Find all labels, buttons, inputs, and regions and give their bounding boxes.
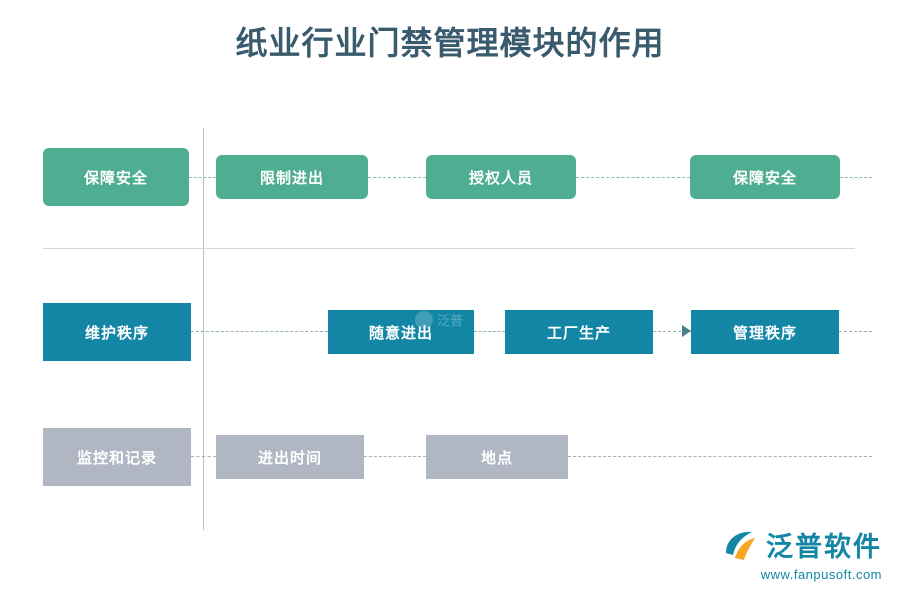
node-label: 管理秩序: [732, 324, 797, 342]
vertical-divider: [203, 128, 204, 530]
connector-line: [364, 456, 426, 457]
logo-text: 泛普软件: [766, 532, 882, 562]
fanpu-logo-icon: [722, 527, 758, 563]
node-free-access[interactable]: 随意进出: [328, 310, 474, 354]
node-restrict-access[interactable]: 限制进出: [216, 155, 368, 199]
node-security-main[interactable]: 保障安全: [43, 148, 189, 206]
node-label: 进出时间: [257, 449, 322, 467]
node-factory-production[interactable]: 工厂生产: [505, 310, 653, 354]
node-label: 监控和记录: [76, 449, 157, 467]
node-label: 工厂生产: [546, 324, 611, 342]
connector-line: [568, 456, 872, 457]
node-access-time[interactable]: 进出时间: [216, 435, 364, 479]
fanpu-logo: 泛普软件 www.fanpusoft.com: [722, 525, 882, 582]
connector-line: [368, 177, 426, 178]
node-monitor-record[interactable]: 监控和记录: [43, 428, 191, 486]
node-label: 授权人员: [468, 169, 533, 187]
node-security-ensure[interactable]: 保障安全: [690, 155, 840, 199]
node-label: 维护秩序: [84, 324, 149, 342]
node-location[interactable]: 地点: [426, 435, 568, 479]
node-label: 限制进出: [259, 169, 324, 187]
logo-url: www.fanpusoft.com: [760, 567, 882, 582]
connector-line: [189, 177, 216, 178]
node-authorized-personnel[interactable]: 授权人员: [426, 155, 576, 199]
node-label: 保障安全: [732, 169, 797, 187]
node-manage-order[interactable]: 管理秩序: [691, 310, 839, 354]
logo-main: 泛普软件: [722, 525, 882, 564]
connector-line: [576, 177, 690, 178]
connector-line: [474, 331, 505, 332]
page-title: 纸业行业门禁管理模块的作用: [235, 25, 665, 61]
node-label: 保障安全: [83, 169, 148, 187]
node-label: 地点: [480, 449, 513, 467]
node-label: 随意进出: [368, 324, 433, 342]
connector-line: [191, 331, 328, 332]
node-maintain-order[interactable]: 维护秩序: [43, 303, 191, 361]
connector-line-arrow: [653, 331, 691, 332]
arrow-head-icon: [682, 325, 691, 337]
connector-line: [839, 331, 872, 332]
connector-line: [191, 456, 216, 457]
horizontal-divider: [43, 248, 855, 249]
connector-line: [840, 177, 872, 178]
